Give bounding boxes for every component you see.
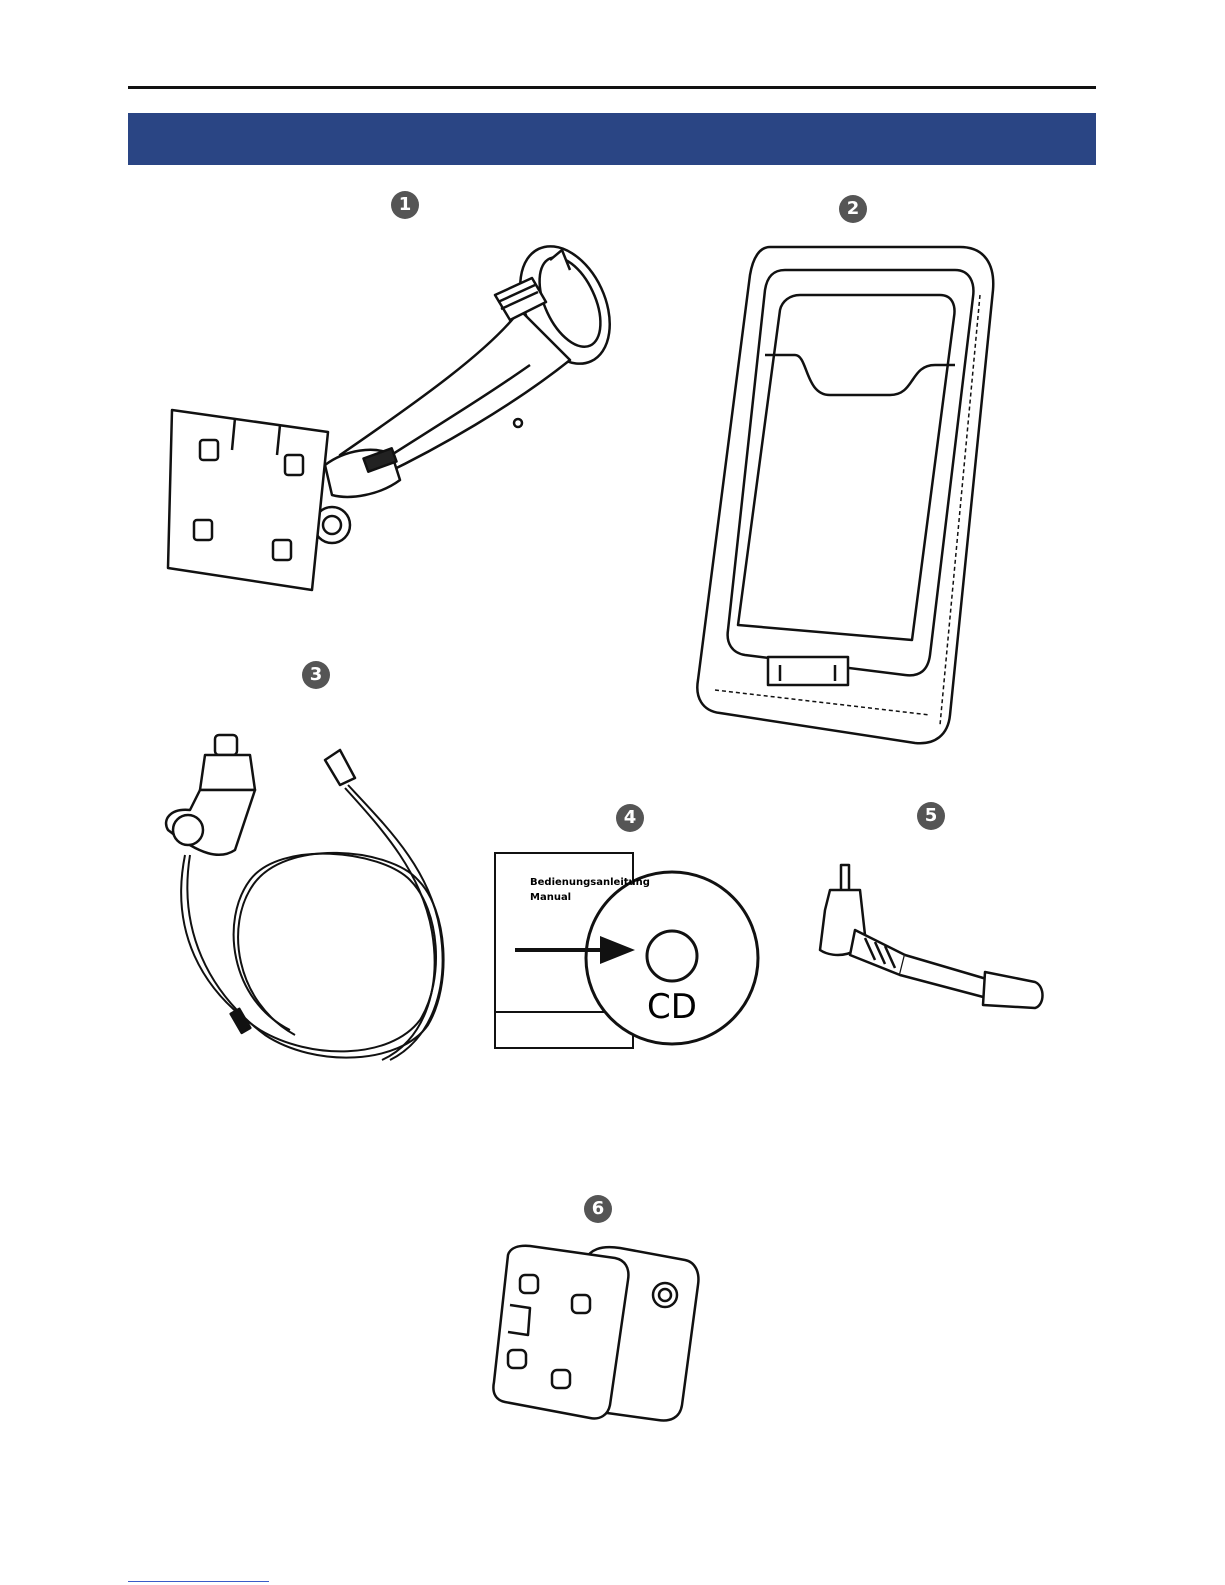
mounting-plates-illustration (490, 1240, 705, 1425)
item-number-badge-4: 4 (616, 804, 644, 832)
section-banner (128, 113, 1096, 165)
suction-mount-illustration (160, 240, 650, 600)
item-number-badge-5: 5 (917, 802, 945, 830)
item-number-badge-6: 6 (584, 1195, 612, 1223)
cd-label: CD (647, 987, 697, 1027)
manual-and-cd-illustration: Bedienungsanleitung Manual CD (490, 850, 765, 1050)
car-charger-cable-illustration (160, 730, 460, 1080)
footer-link-underline (128, 1581, 269, 1582)
device-cradle-illustration (690, 235, 1010, 755)
audio-adapter-illustration (805, 860, 1055, 1015)
manual-title-line2: Manual (530, 892, 571, 903)
manual-title-line1: Bedienungsanleitung (530, 877, 650, 888)
item-number-badge-2: 2 (839, 195, 867, 223)
top-rule (128, 86, 1096, 89)
item-number-badge-3: 3 (302, 661, 330, 689)
item-number-badge-1: 1 (391, 191, 419, 219)
